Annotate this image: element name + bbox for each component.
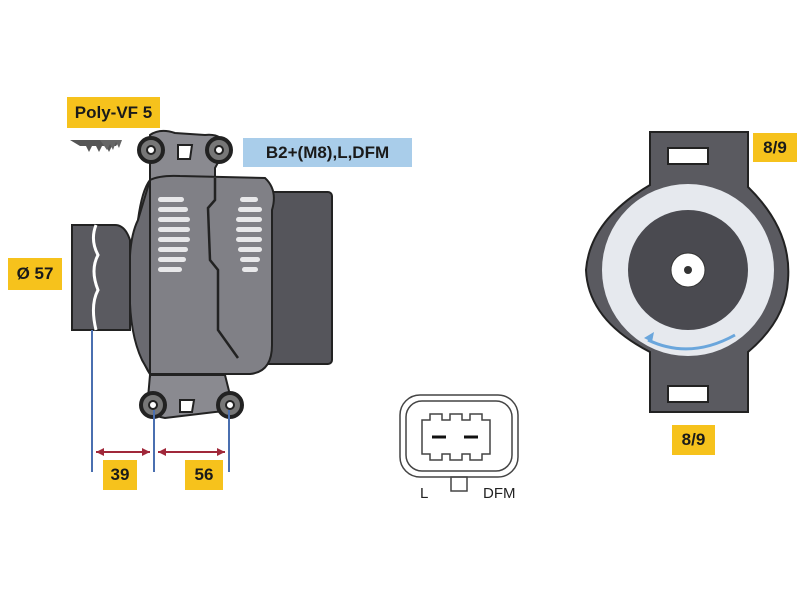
dimension-39-label: 39	[103, 460, 137, 490]
belt-profile-icon	[70, 140, 122, 152]
connector-pin-dfm-label: DFM	[483, 485, 516, 502]
clock-position-bottom-label: 8/9	[672, 425, 715, 455]
alternator-side-view	[71, 129, 333, 420]
dimension-56-label: 56	[185, 460, 223, 490]
connector-pin-l-label: L	[420, 485, 429, 502]
connector-plug-icon	[399, 394, 519, 492]
pulley-diameter-label: Ø 57	[8, 258, 62, 290]
mounting-holes	[137, 136, 244, 419]
clock-position-top-label: 8/9	[753, 133, 797, 162]
belt-type-label: Poly-VF 5	[67, 97, 160, 128]
alternator-front-view	[584, 131, 790, 413]
rotation-arrow-icon	[647, 333, 736, 351]
dimension-lines	[91, 330, 230, 472]
terminals-label: B2+(M8),L,DFM	[243, 138, 412, 167]
